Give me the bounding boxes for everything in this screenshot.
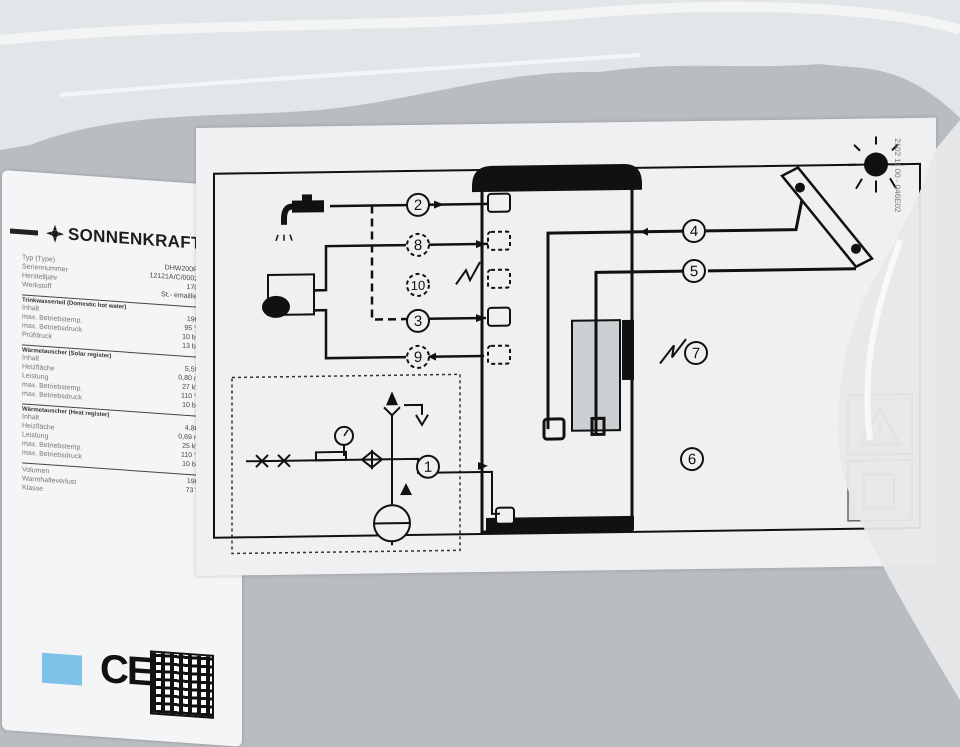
label-6: 6: [680, 447, 704, 472]
solar-loop-lines: [542, 179, 856, 441]
rating-plate: SONNENKRAFT. Typ (Type)DHW200R2 Seriennu…: [2, 170, 242, 747]
expansion-vessel-icon: [262, 273, 315, 318]
svg-text:10: 10: [411, 278, 425, 293]
inlet-group: [246, 403, 500, 546]
label-1: 1: [416, 454, 440, 479]
svg-text:6: 6: [688, 451, 696, 468]
label-2: 2: [406, 192, 430, 217]
svg-text:7: 7: [692, 345, 700, 362]
flow-arrows: [428, 200, 648, 471]
check-valve-icon: [400, 483, 412, 496]
qr-code: [150, 650, 214, 719]
label-10: 10: [406, 272, 430, 297]
svg-text:5: 5: [690, 263, 698, 280]
label-8: 8: [406, 232, 430, 257]
svg-text:8: 8: [414, 237, 422, 254]
sensor-icon: [455, 261, 481, 285]
inlet-group-box: [231, 373, 461, 555]
diagram-frame: [213, 162, 921, 539]
warning-triangle-icon: [847, 393, 913, 456]
svg-text:3: 3: [414, 313, 422, 330]
svg-text:9: 9: [414, 349, 422, 366]
svg-text:4: 4: [690, 223, 698, 240]
sonnenkraft-logo-icon: [46, 224, 64, 243]
numbered-labels: 2 8 10 3 9: [406, 192, 708, 479]
faucet-icon: [275, 194, 324, 242]
label-9: 9: [406, 344, 430, 369]
solar-collector-icon: [780, 166, 874, 269]
label-5: 5: [682, 259, 706, 284]
svg-text:1: 1: [424, 459, 432, 476]
blue-tab: [42, 652, 82, 686]
ce-mark: CE: [100, 646, 152, 695]
label-4: 4: [682, 219, 706, 244]
manual-icon: [847, 459, 913, 522]
diagram-label: 2 8 10 3 9: [196, 117, 936, 576]
tank-ports: [487, 192, 515, 525]
brand-row: SONNENKRAFT.: [10, 221, 205, 255]
storage-tank: [472, 164, 642, 534]
brand-name: SONNENKRAFT.: [68, 224, 205, 254]
brand-bar: [10, 228, 38, 236]
lightning-icon: [659, 338, 687, 365]
date-code: 2102 11 00 - 046E02: [893, 138, 902, 213]
pipe-lines: [314, 202, 488, 360]
safety-valve-icon: [386, 391, 398, 406]
hydraulic-diagram: 2 8 10 3 9: [213, 136, 921, 555]
label-7: 7: [684, 341, 708, 366]
svg-text:2: 2: [414, 197, 422, 214]
label-3: 3: [406, 308, 430, 333]
heating-element: [571, 319, 687, 432]
pressure-gauge-icon: [334, 425, 354, 456]
